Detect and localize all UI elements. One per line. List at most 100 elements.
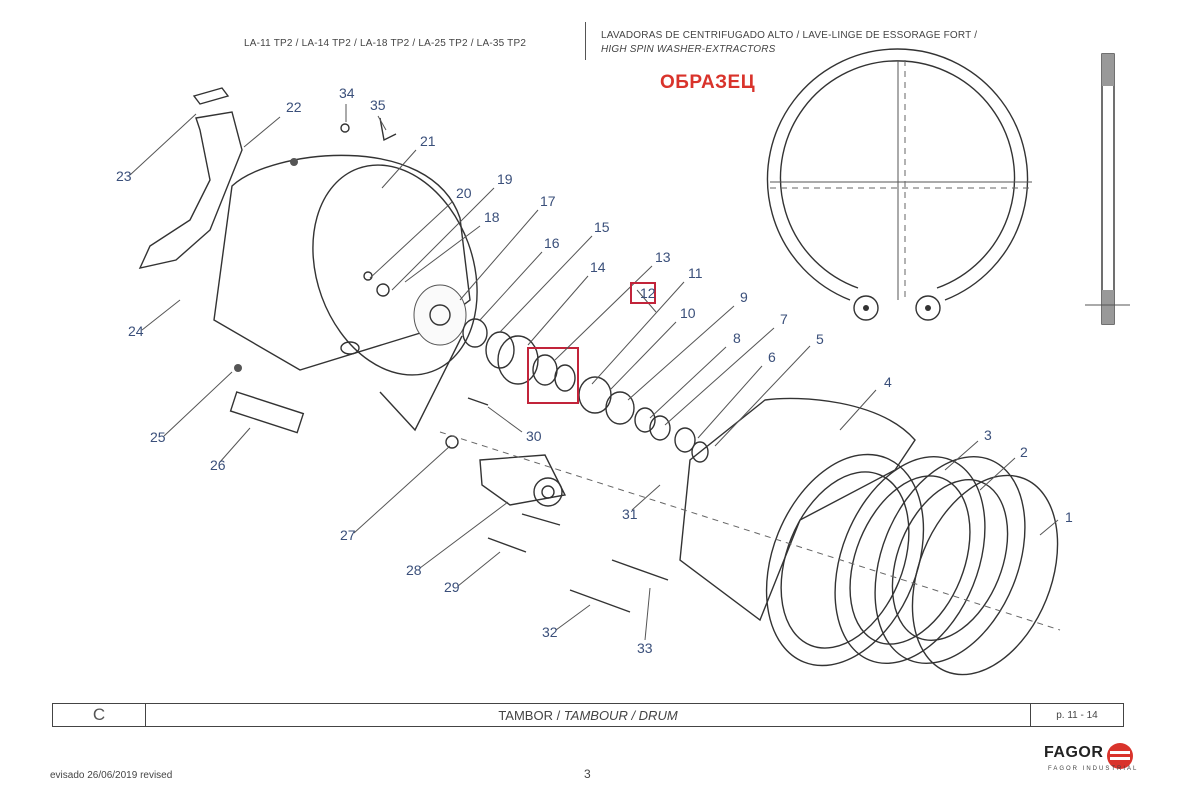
leader-line-14 xyxy=(527,275,589,346)
leader-line-3 xyxy=(944,440,979,471)
leader-line-30 xyxy=(487,406,523,433)
bearing-stack xyxy=(462,318,709,463)
leader-line-11 xyxy=(591,281,685,385)
leader-line-35 xyxy=(377,115,387,131)
part-label-15: 15 xyxy=(594,219,610,235)
part-label-16: 16 xyxy=(544,235,560,251)
fagor-logo: FAGOR FAGOR INDUSTRIAL xyxy=(1044,740,1154,790)
leader-line-12 xyxy=(636,289,657,313)
part-label-25: 25 xyxy=(150,429,166,445)
leader-line-26 xyxy=(219,427,251,463)
highlight-box xyxy=(527,347,579,404)
part-label-13: 13 xyxy=(655,249,671,265)
part-label-14: 14 xyxy=(590,259,606,275)
leader-line-32 xyxy=(555,604,591,631)
logo-subtitle: FAGOR INDUSTRIAL xyxy=(1048,766,1139,772)
part-label-20: 20 xyxy=(456,185,472,201)
hub-assembly xyxy=(445,397,669,613)
part-label-8: 8 xyxy=(733,330,741,346)
leader-line-23 xyxy=(129,113,197,176)
part-label-7: 7 xyxy=(780,311,788,327)
leader-line-7 xyxy=(664,327,775,426)
leader-lines xyxy=(129,104,1059,641)
leader-line-18 xyxy=(404,225,481,283)
page-reference: p. 11 - 14 xyxy=(1030,704,1123,726)
part-label-4: 4 xyxy=(884,374,892,390)
section-title: TAMBOR / TAMBOUR / DRUM xyxy=(146,708,1030,723)
leader-line-4 xyxy=(839,389,877,431)
leader-line-25 xyxy=(163,371,233,437)
part-label-10: 10 xyxy=(680,305,696,321)
part-label-9: 9 xyxy=(740,289,748,305)
circlip-section xyxy=(1085,53,1130,325)
leader-line-29 xyxy=(457,551,501,587)
leader-line-20 xyxy=(369,201,453,279)
leader-line-22 xyxy=(243,116,281,148)
section-code: C xyxy=(53,704,146,726)
leader-line-24 xyxy=(141,299,181,331)
part-label-24: 24 xyxy=(128,323,144,339)
sample-watermark: ОБРАЗЕЦ xyxy=(660,72,756,93)
part-label-27: 27 xyxy=(340,527,356,543)
part-label-28: 28 xyxy=(406,562,422,578)
leader-line-16 xyxy=(479,251,543,321)
leader-line-2 xyxy=(979,457,1016,491)
part-label-5: 5 xyxy=(816,331,824,347)
part-label-18: 18 xyxy=(484,209,500,225)
leader-line-19 xyxy=(391,187,495,291)
model-list: LA-11 TP2 / LA-14 TP2 / LA-18 TP2 / LA-2… xyxy=(244,38,527,49)
part-label-22: 22 xyxy=(286,99,302,115)
leader-line-13 xyxy=(554,265,653,361)
logo-text: FAGOR xyxy=(1044,744,1104,761)
part-label-11: 11 xyxy=(688,265,703,281)
part-label-32: 32 xyxy=(542,624,558,640)
part-label-3: 3 xyxy=(984,427,992,443)
leader-line-8 xyxy=(649,346,727,419)
drum xyxy=(679,397,925,667)
leader-line-27 xyxy=(353,445,451,534)
bracket xyxy=(138,87,243,269)
section-title-italic: TAMBOUR / DRUM xyxy=(563,707,678,723)
part-label-12: 12 xyxy=(640,285,656,301)
part-label-21: 21 xyxy=(420,133,436,149)
part-label-34: 34 xyxy=(339,85,355,101)
circlip-detail xyxy=(766,48,1032,321)
leader-line-6 xyxy=(697,365,763,439)
part-label-19: 19 xyxy=(497,171,513,187)
revision-note: evisado 26/06/2019 revised xyxy=(50,770,173,781)
page-number: 3 xyxy=(584,767,591,781)
section-title-plain: TAMBOR / xyxy=(498,707,564,723)
part-labels: 1234567891011121314151617181920212223242… xyxy=(116,85,1073,656)
part-label-2: 2 xyxy=(1020,444,1028,460)
part-label-highlight xyxy=(630,282,656,304)
leader-line-17 xyxy=(459,209,539,301)
part-label-26: 26 xyxy=(210,457,226,473)
drum-housing xyxy=(213,154,478,432)
leader-line-33 xyxy=(644,587,651,641)
header-separator xyxy=(585,22,586,60)
part-label-35: 35 xyxy=(370,97,386,113)
part-label-30: 30 xyxy=(526,428,542,444)
fagor-logo-icon xyxy=(1107,743,1133,769)
leader-line-5 xyxy=(714,345,811,447)
part-label-1: 1 xyxy=(1065,509,1073,525)
header-title-es: LAVADORAS DE CENTRIFUGADO ALTO / LAVE-LI… xyxy=(601,30,978,41)
leader-line-28 xyxy=(419,501,509,569)
part-label-23: 23 xyxy=(116,168,132,184)
part-label-31: 31 xyxy=(622,506,638,522)
front-rings xyxy=(834,455,1059,676)
header-title-en: HIGH SPIN WASHER-EXTRACTORS xyxy=(601,44,776,55)
leader-line-10 xyxy=(609,321,677,391)
leader-line-15 xyxy=(499,235,593,333)
leader-line-31 xyxy=(631,484,661,511)
part-label-33: 33 xyxy=(637,640,653,656)
axis-line xyxy=(439,431,1061,631)
part-label-29: 29 xyxy=(444,579,460,595)
leader-line-9 xyxy=(627,305,735,401)
section-footer: C TAMBOR / TAMBOUR / DRUM p. 11 - 14 xyxy=(52,703,1124,727)
leader-line-21 xyxy=(381,149,417,189)
leader-line-1 xyxy=(1039,519,1059,536)
small-parts xyxy=(229,117,397,434)
part-label-17: 17 xyxy=(540,193,556,209)
